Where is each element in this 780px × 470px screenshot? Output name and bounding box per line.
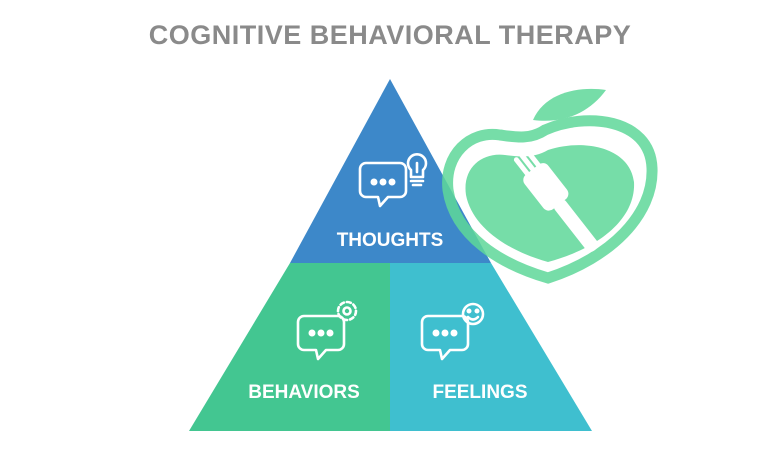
feelings-section — [390, 263, 592, 431]
speech-bubble-smiley-icon — [420, 302, 485, 361]
speech-bubble-gear-icon — [296, 300, 358, 361]
thoughts-section — [290, 79, 491, 263]
thoughts-label: THOUGHTS — [337, 230, 444, 251]
behaviors-label: BEHAVIORS — [248, 382, 360, 403]
page-title: COGNITIVE BEHAVIORAL THERAPY — [148, 20, 632, 50]
behaviors-section — [189, 263, 390, 431]
feelings-label: FEELINGS — [432, 382, 527, 403]
apple-fork-logo — [442, 88, 658, 284]
speech-bubble-lightbulb-icon — [358, 153, 428, 208]
